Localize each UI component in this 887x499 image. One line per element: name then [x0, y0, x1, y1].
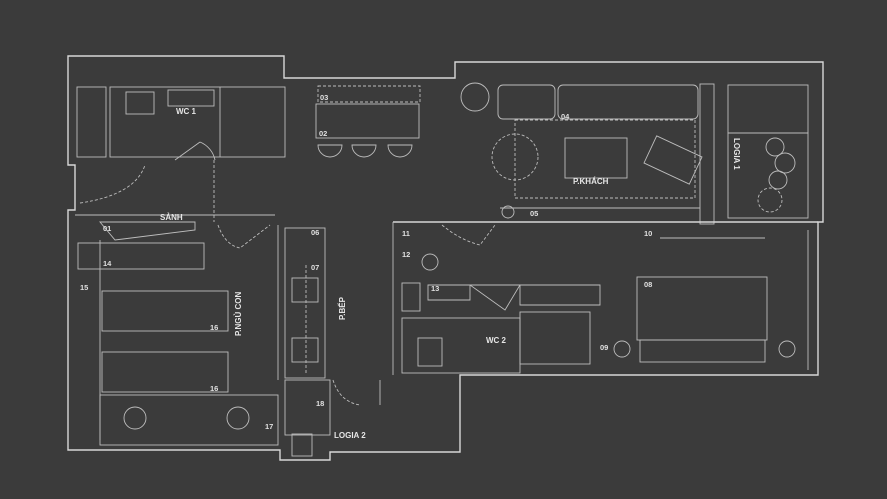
- corridor: [75, 160, 275, 241]
- tag-08: 08: [644, 280, 652, 289]
- label-khach: P.KHÁCH: [573, 177, 609, 186]
- tag-12: 12: [402, 250, 410, 259]
- toilet-icon: [417, 337, 443, 367]
- outer-walls: [67, 55, 824, 461]
- tag-03: 03: [320, 93, 328, 102]
- wc1-area: [76, 86, 286, 204]
- tag-09: 09: [600, 343, 608, 352]
- tag-07: 07: [311, 263, 319, 272]
- label-ngu-con: P.NGỦ CON: [234, 291, 243, 336]
- armchair-icon: [564, 137, 628, 179]
- item-tags: 01 02 03 04 05 06 07 08 09 10 11 12 13 1…: [80, 93, 652, 431]
- tag-06: 06: [311, 228, 319, 237]
- label-wc2: WC 2: [486, 336, 507, 345]
- living-room: [460, 82, 715, 225]
- label-bep: P.BẾP: [337, 296, 347, 320]
- tag-11: 11: [402, 229, 410, 238]
- label-logia1: LOGIA 1: [732, 138, 741, 170]
- logia1: [727, 84, 809, 219]
- tag-10: 10: [644, 229, 652, 238]
- tag-16b: 16: [210, 384, 218, 393]
- stove-icon: [291, 337, 319, 363]
- master-area: [392, 221, 818, 375]
- kids-bedroom: [77, 224, 279, 446]
- label-sanh: SẢNH: [160, 213, 183, 222]
- tag-05: 05: [530, 209, 538, 218]
- kitchen: [284, 227, 381, 457]
- sink-icon: [291, 277, 319, 303]
- dining: [315, 85, 421, 158]
- tag-01: 01: [103, 224, 111, 233]
- label-wc1: WC 1: [176, 107, 197, 116]
- tag-15: 15: [80, 283, 88, 292]
- sink-icon: [167, 89, 215, 107]
- tag-16a: 16: [210, 323, 218, 332]
- tag-13: 13: [431, 284, 439, 293]
- toilet-icon: [125, 91, 155, 115]
- label-logia2: LOGIA 2: [334, 431, 366, 440]
- tag-02: 02: [319, 129, 327, 138]
- tag-14: 14: [103, 259, 112, 268]
- room-labels: WC 1 SẢNH P.NGỦ CON P.BẾP LOGIA 2 P.KHÁC…: [160, 107, 741, 440]
- tag-18: 18: [316, 399, 324, 408]
- tag-17: 17: [265, 422, 273, 431]
- tag-04: 04: [561, 112, 570, 121]
